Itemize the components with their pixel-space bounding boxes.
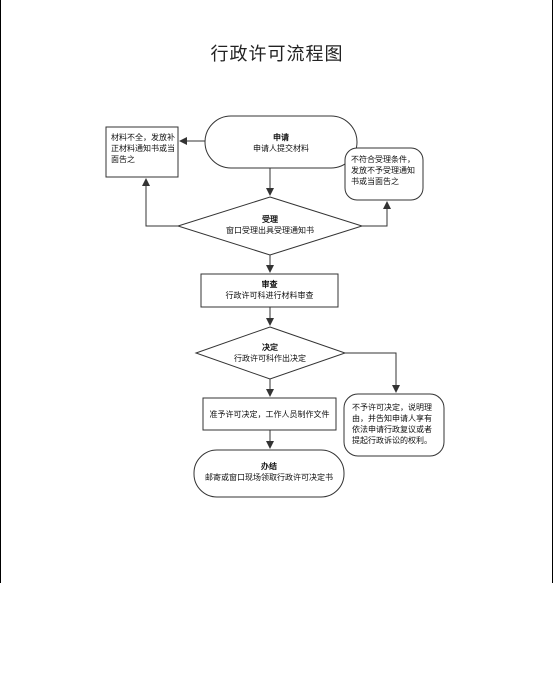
accept-text: 受理 窗口受理出具受理通知书 [214,214,326,236]
decide-title: 决定 [262,343,278,352]
reject-accept-text: 不符合受理条件，发放不予受理通知书或当面告之 [351,155,415,186]
finish-desc: 邮寄或窗口现场领取行政许可决定书 [205,473,333,482]
finish-text: 办结 邮寄或窗口现场领取行政许可决定书 [198,461,340,483]
document-frame [0,0,553,583]
incomplete-text: 材料不全，发放补正材料通知书或当面告之 [111,133,175,164]
decide-text: 决定 行政许可科作出决定 [220,342,320,364]
grant-node [202,397,337,431]
finish-node [193,449,345,498]
page-title: 行政许可流程图 [210,44,344,65]
apply-title: 申请 [273,133,289,142]
review-title: 审查 [261,280,278,289]
finish-title: 办结 [261,462,277,471]
review-text: 审查 行政许可科进行材料审查 [205,279,334,301]
apply-node [204,115,358,169]
review-desc: 行政许可科进行材料审查 [225,291,314,300]
apply-text: 申请 申请人提交材料 [225,132,337,154]
reject-accept-node [344,147,424,201]
grant-text: 准予许可决定，工作人员制作文件 [209,410,330,419]
deny-text: 不予许可决定，说明理由，并告知申请人享有依法申请行政复议或者提起行政诉讼的权利。 [352,403,432,445]
incomplete-node [105,126,179,178]
deny-node [343,393,445,457]
accept-title: 受理 [262,215,278,224]
review-node [200,273,339,308]
decide-desc: 行政许可科作出决定 [234,354,306,363]
accept-desc: 窗口受理出具受理通知书 [226,226,314,235]
apply-desc: 申请人提交材料 [253,144,309,153]
